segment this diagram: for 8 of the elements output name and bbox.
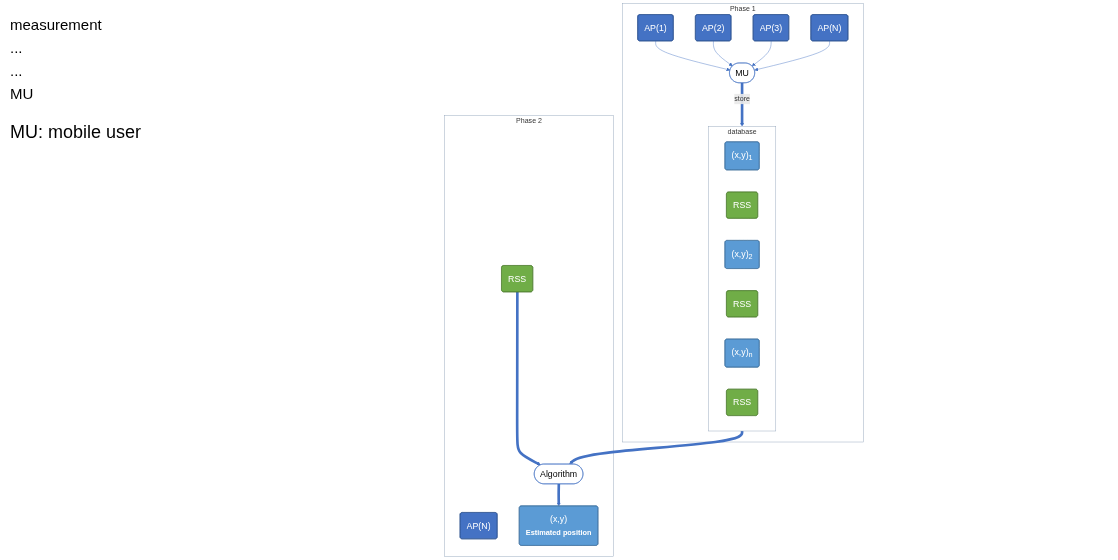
note-label: measurement — [10, 16, 103, 33]
arrow — [569, 430, 744, 465]
arrow — [556, 484, 561, 507]
note-label: MU — [10, 85, 35, 102]
caption: MU: mobile user — [10, 122, 143, 143]
note-label: ... — [10, 39, 24, 56]
arrow — [515, 292, 541, 466]
note-label: ... — [10, 62, 24, 79]
